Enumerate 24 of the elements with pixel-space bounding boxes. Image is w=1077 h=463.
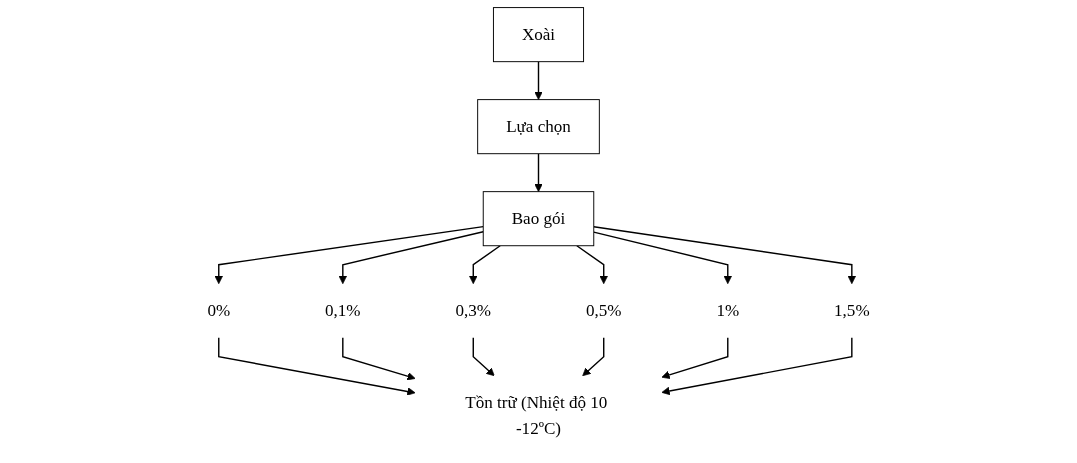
node-box: Lựa chọn [477, 99, 600, 155]
arrow [218, 337, 416, 396]
arrow [661, 337, 853, 396]
node-text: 0% [207, 300, 231, 320]
node-text: Tồn trữ (Nhiệt độ 10 -12ºC) [465, 392, 608, 438]
arrow [593, 231, 732, 285]
node-box: Xoài [492, 7, 585, 63]
arrow [534, 60, 543, 100]
node-text: 0,5% [585, 300, 622, 320]
arrow [214, 225, 484, 285]
arrow [582, 337, 605, 377]
arrow [661, 337, 729, 379]
arrow [472, 337, 495, 377]
arrow [534, 153, 543, 193]
node-text: 0,1% [325, 300, 361, 320]
arrow [469, 245, 501, 285]
node-text: 1% [716, 300, 740, 320]
node-box: Bao gói [482, 191, 595, 247]
arrow [338, 231, 484, 285]
node-text: 1,5% [834, 300, 870, 320]
node-text: 0,3% [455, 300, 492, 320]
arrow [342, 337, 416, 381]
arrow [593, 226, 856, 285]
arrow [576, 245, 608, 285]
